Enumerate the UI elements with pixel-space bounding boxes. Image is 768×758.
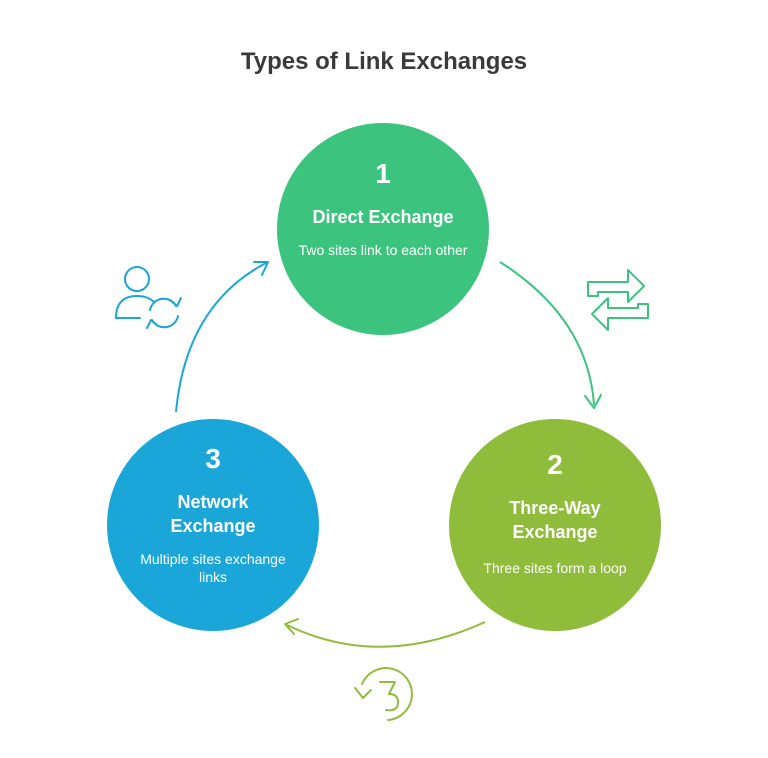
three-cycle-icon	[354, 667, 413, 721]
user-sync-icon	[115, 266, 182, 329]
node-direct-exchange: 1 Direct Exchange Two sites link to each…	[277, 123, 489, 335]
node-number: 3	[205, 443, 221, 474]
node-label: Three-Way Exchange	[509, 498, 601, 542]
node-number: 2	[547, 449, 563, 480]
arrow-1-to-2	[499, 261, 595, 406]
node-three-way-exchange: 2 Three-Way Exchange Three sites form a …	[449, 419, 661, 631]
node-description: Multiple sites exchange links	[140, 551, 286, 585]
arrowhead-2-to-3	[284, 618, 299, 635]
swap-arrows-icon	[587, 269, 649, 331]
node-label: Network Exchange	[170, 492, 256, 536]
node-description: Two sites link to each other	[298, 242, 468, 258]
arrowhead-1-to-2	[584, 394, 602, 409]
node-network-exchange: 3 Network Exchange Multiple sites exchan…	[107, 419, 319, 631]
node-number: 1	[375, 158, 391, 189]
arrow-2-to-3	[286, 621, 486, 648]
node-label: Direct Exchange	[312, 207, 454, 227]
diagram-title: Types of Link Exchanges	[240, 48, 528, 75]
node-description: Three sites form a loop	[483, 560, 627, 576]
arrowhead-3-to-1	[253, 261, 269, 276]
arrow-3-to-1	[175, 262, 267, 413]
